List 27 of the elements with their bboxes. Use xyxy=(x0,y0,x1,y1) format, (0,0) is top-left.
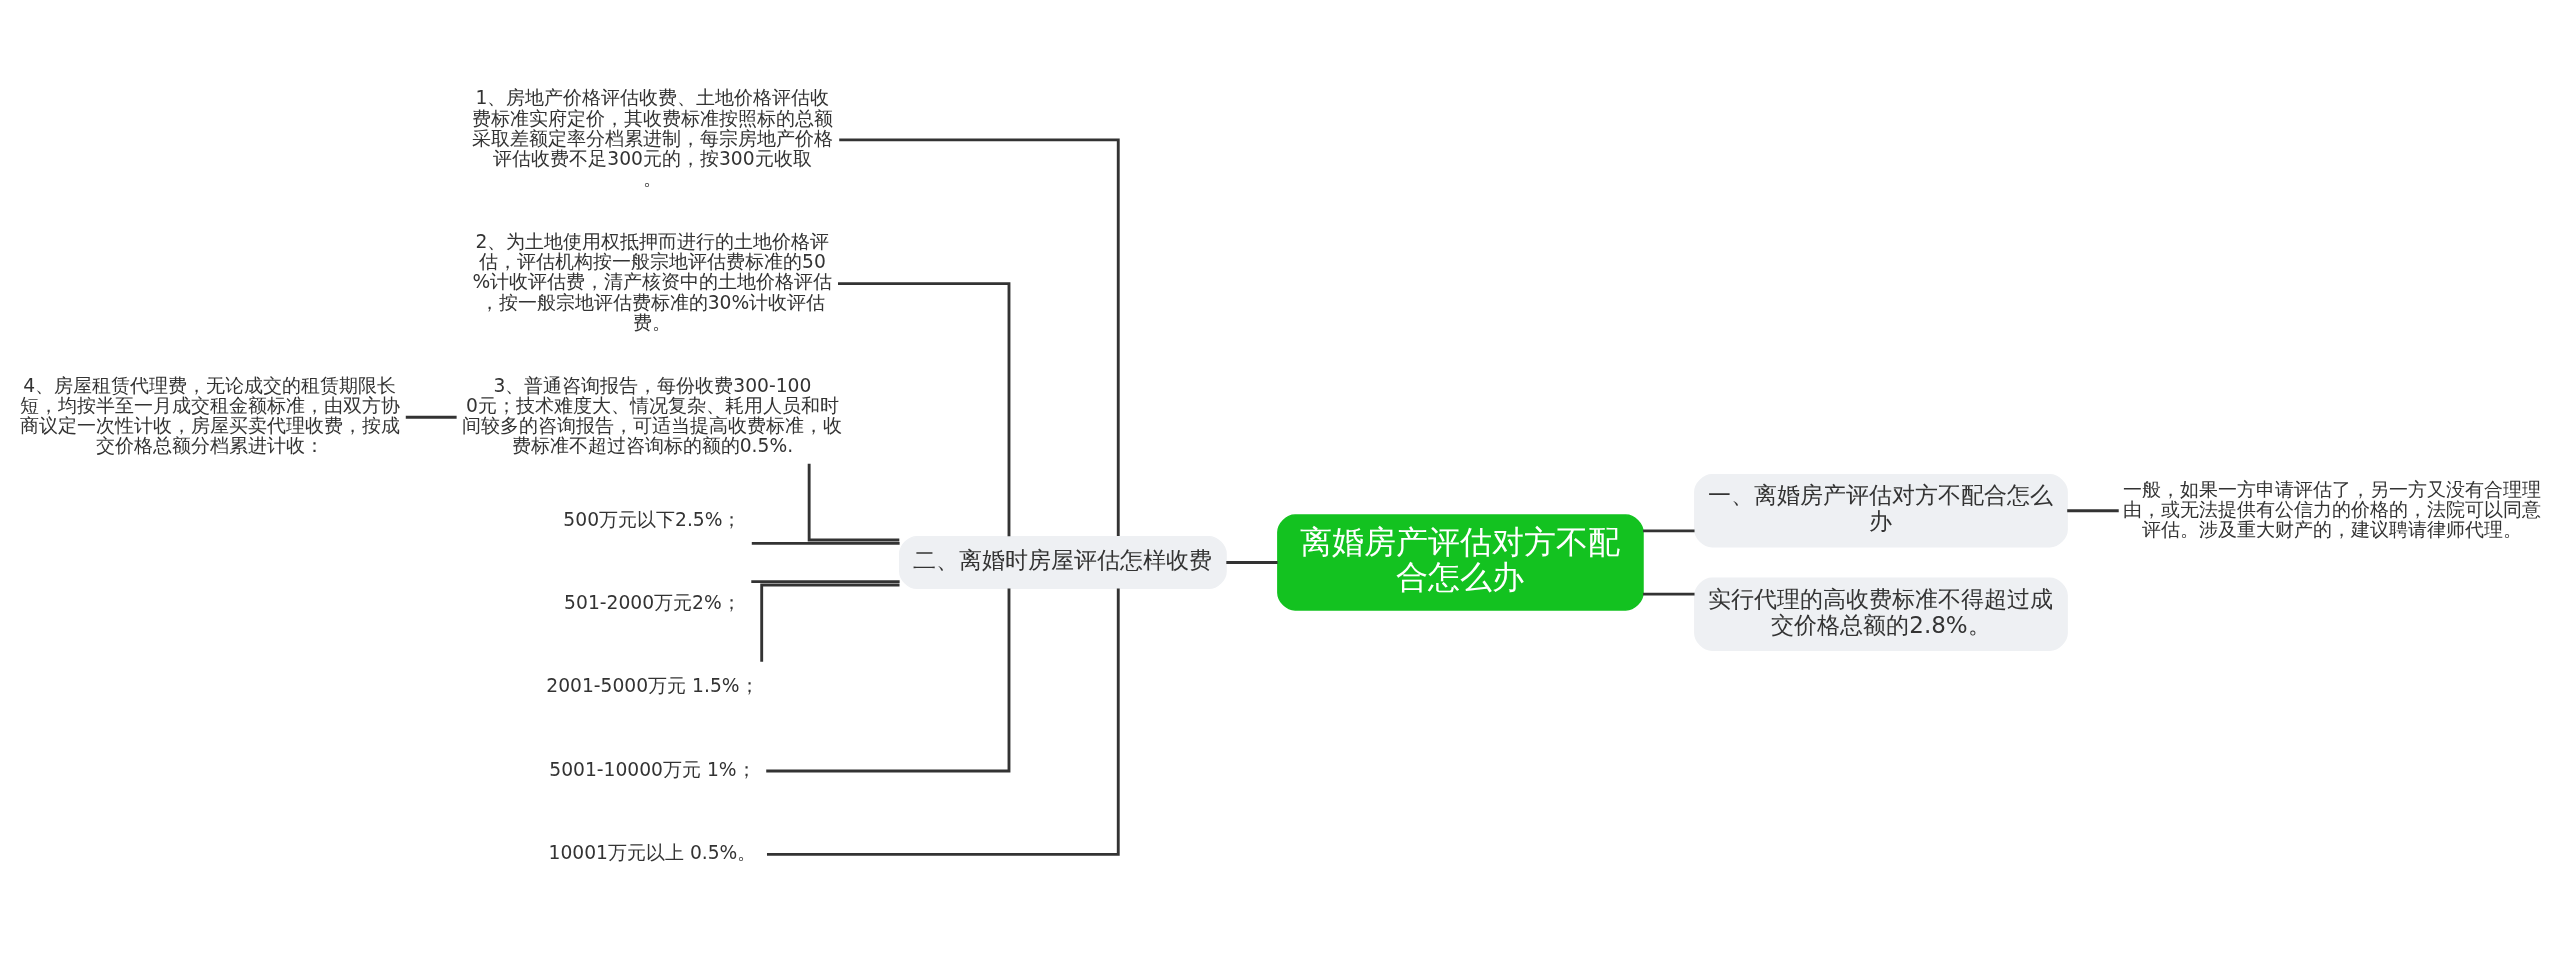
node-text: 2、为土地使用权抵押而进行的土地价格评估，评估机构按一般宗地评估费标准的50%计收评估费，清产核资中的土地价格评估，按一般宗地评估费标准的30%计收评估费。 xyxy=(472,231,833,333)
node-text: 5001-10000万元 1%； xyxy=(549,758,756,780)
node-box: 离婚房产评估对方不配合怎么办 xyxy=(1277,514,1644,611)
connector xyxy=(751,541,900,545)
connector xyxy=(766,588,1011,773)
connector xyxy=(839,138,1120,537)
connector xyxy=(760,583,900,662)
node-text: 一般，如果一方申请评估了，另一方又没有合理理由，或无法提供有公信力的价格的，法院可以同意评估。涉及重大财产的，建议聘请律师代理。 xyxy=(2123,478,2542,540)
node-text: 4、房屋租赁代理费，无论成交的租赁期限长短，均按半至一月成交租金额标准，由双方协商议定一次性计收，房屋买卖代理收费，按成交价格总额分档累进计收： xyxy=(19,375,400,457)
node-box: 一、离婚房产评估对方不配合怎么办 xyxy=(1694,474,2068,548)
connector xyxy=(807,463,900,542)
node-text: 10001万元以上 0.5%。 xyxy=(548,842,757,864)
node-box: 实行代理的高收费标准不得超过成交价格总额的2.8%。 xyxy=(1694,577,2068,651)
connector xyxy=(838,282,1011,537)
connector xyxy=(767,588,1120,856)
connector xyxy=(1643,529,1695,533)
connector xyxy=(1226,561,1278,564)
connector xyxy=(751,580,900,584)
node-box: 二、离婚时房屋评估怎样收费 xyxy=(899,535,1227,590)
node-text: 500万元以下2.5%； xyxy=(563,508,742,530)
node-text: 501-2000万元2%； xyxy=(564,592,741,614)
connector xyxy=(405,415,457,419)
node-text: 1、房地产价格评估收费、土地价格评估收费标准实府定价，其收费标准按照标的总额采取差额定率分档累进制，每宗房地产价格评估收费不足300元的，按300元收取。 xyxy=(471,87,833,189)
node-text: 3、普通咨询报告，每份收费300-1000元；技术难度大、情况复杂、耗用人员和时间较多的咨询报告，可适当提高收费标准，收费标准不超过咨询标的额的0.5%. xyxy=(462,375,843,457)
connector xyxy=(2067,509,2119,513)
node-text: 2001-5000万元 1.5%； xyxy=(546,675,759,697)
connector xyxy=(1643,592,1695,596)
